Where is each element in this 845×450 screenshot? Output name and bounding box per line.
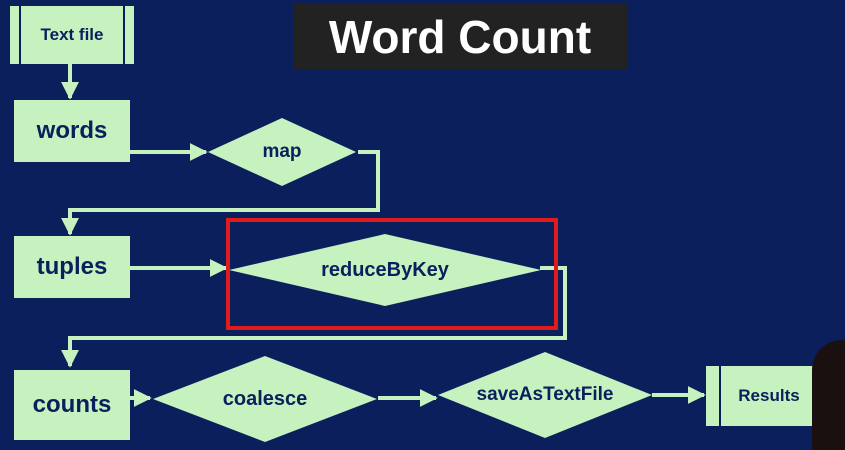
- save-as-text-file-label: saveAsTextFile: [476, 384, 614, 405]
- tuples-label: tuples: [36, 253, 108, 280]
- coalesce-label: coalesce: [222, 387, 308, 410]
- text-file-label: Text file: [40, 25, 104, 44]
- highlight-box: [226, 218, 558, 330]
- title-background: [293, 4, 627, 70]
- text-file-node-shape: [10, 6, 134, 64]
- reducebykey-node-shape: [229, 234, 541, 306]
- page-title: Word Count: [328, 11, 592, 63]
- coalesce-node-shape: [153, 356, 377, 442]
- save-as-text-file-node-shape: [438, 352, 652, 438]
- tuples-node-shape: [14, 236, 130, 298]
- words-node-shape: [14, 100, 130, 162]
- results-label: Results: [738, 386, 800, 405]
- arrow-map-to-tuples: [61, 150, 380, 236]
- counts-label: counts: [32, 391, 112, 418]
- map-label: map: [262, 141, 302, 162]
- presenter-photo: [812, 340, 845, 450]
- words-label: words: [36, 117, 108, 144]
- map-node-shape: [208, 118, 356, 186]
- results-node-shape: [706, 366, 832, 426]
- counts-node-shape: [14, 370, 130, 440]
- reducebykey-label: reduceByKey: [321, 258, 449, 281]
